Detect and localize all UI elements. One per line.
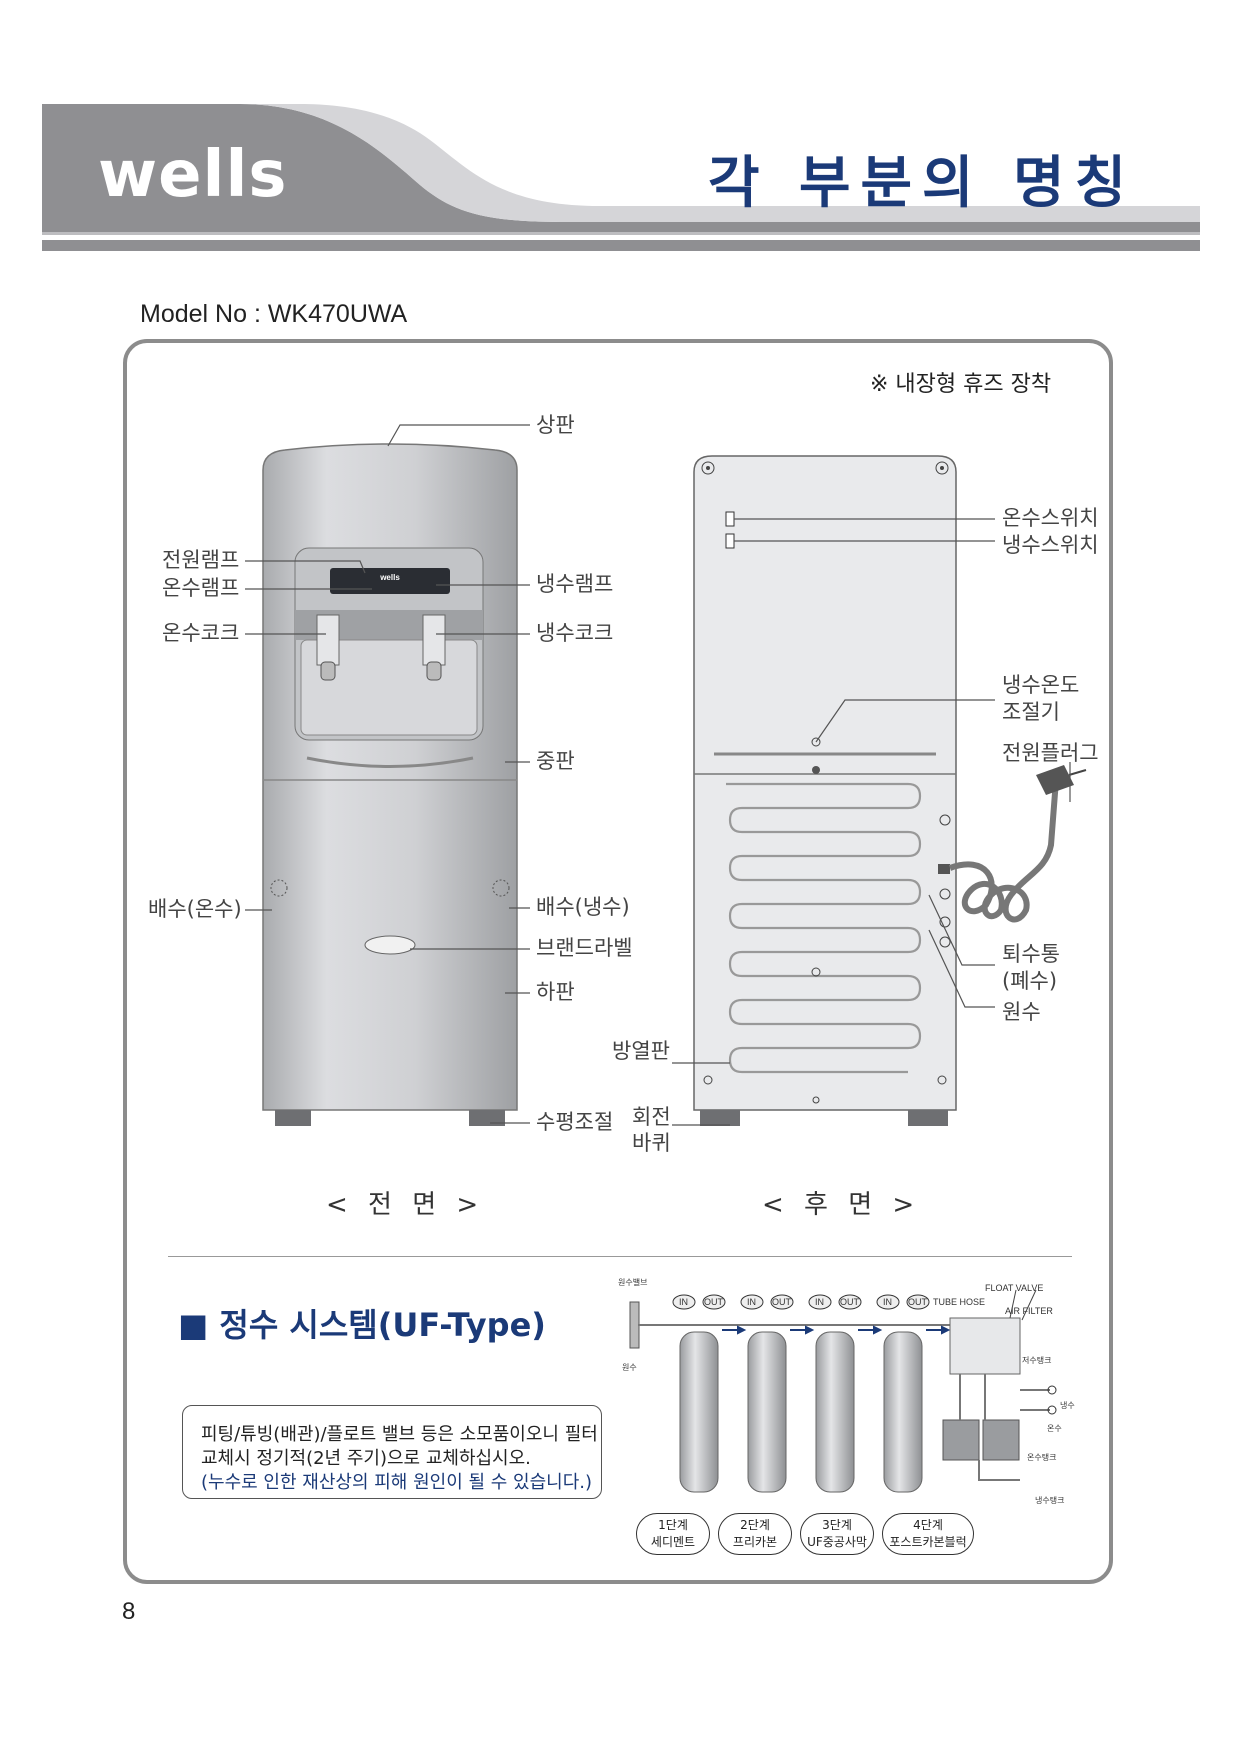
- front-view-label: < 전 면 >: [326, 1190, 485, 1220]
- stage-3-number: 3단계: [822, 1518, 852, 1532]
- stage-1-name: 세디멘트: [650, 1535, 696, 1549]
- diagram-out-1: OUT: [704, 1297, 723, 1307]
- diagram-in-2: IN: [747, 1297, 756, 1307]
- front-view-drawing: wells: [262, 443, 518, 1126]
- model-number: Model No : WK470UWA: [140, 300, 408, 328]
- label-cold-temp-1: 냉수온도: [1002, 673, 1080, 697]
- label-power-plug: 전원플러그: [1002, 741, 1099, 765]
- system-title: ■ 정수 시스템(UF-Type): [178, 1306, 546, 1344]
- main-frame: [123, 339, 1113, 1584]
- label-hot-cock: 온수코크: [162, 621, 240, 645]
- label-drain-cold: 배수(냉수): [536, 895, 630, 919]
- diagram-hot-tank: 온수탱크: [1027, 1453, 1057, 1462]
- label-drain-hot: 배수(온수): [148, 897, 242, 921]
- stage-badge-3: 3단계 UF중공사막: [800, 1513, 874, 1555]
- label-hot-lamp: 온수램프: [162, 576, 240, 600]
- stage-1-number: 1단계: [658, 1518, 688, 1532]
- note-line-2: 교체시 정기적(2년 주기)으로 교체하십시오.: [201, 1448, 531, 1469]
- label-power-lamp: 전원램프: [162, 548, 240, 572]
- stage-2-number: 2단계: [740, 1518, 770, 1532]
- page-number: 8: [122, 1598, 136, 1625]
- system-diagram: [629, 1289, 1057, 1493]
- label-radiator: 방열판: [612, 1039, 670, 1063]
- header-band: [42, 104, 1200, 251]
- stage-3-name: UF중공사막: [807, 1535, 867, 1549]
- label-leveler: 수평조절: [536, 1110, 614, 1134]
- page-title: 각 부분의 명칭: [708, 151, 1137, 216]
- diagram-out-4: OUT: [908, 1297, 927, 1307]
- back-view-drawing: [693, 455, 1087, 1126]
- label-cold-cock: 냉수코크: [536, 621, 614, 645]
- label-cold-lamp: 냉수램프: [536, 572, 614, 596]
- diagram-hot-water: 온수: [1047, 1424, 1062, 1433]
- diagram-cold-water: 냉수: [1060, 1401, 1075, 1410]
- label-raw-water: 원수: [1002, 1000, 1041, 1024]
- diagram-out-3: OUT: [840, 1297, 859, 1307]
- diagram-raw: 원수: [622, 1363, 637, 1372]
- svg-text:wells: wells: [379, 573, 400, 582]
- diagram-raw-valve: 원수밸브: [618, 1278, 648, 1287]
- back-view-label: < 후 면 >: [762, 1190, 921, 1220]
- section-divider: [168, 1256, 1072, 1257]
- label-cold-switch: 냉수스위치: [1002, 533, 1099, 557]
- label-top-panel: 상판: [536, 413, 575, 437]
- diagram-cold-tank: 냉수탱크: [1035, 1496, 1065, 1505]
- diagram-in-4: IN: [883, 1297, 892, 1307]
- label-cold-temp-2: 조절기: [1002, 700, 1060, 724]
- brand-logo: wells: [98, 138, 288, 212]
- system-note-box: 피팅/튜빙(배관)/플로트 밸브 등은 소모품이오니 필터 교체시 정기적(2년…: [182, 1405, 602, 1499]
- diagram-tube-hose: TUBE HOSE: [933, 1297, 986, 1307]
- diagram-float-valve: FLOAT VALVE: [985, 1283, 1044, 1293]
- diagram-in-1: IN: [679, 1297, 688, 1307]
- note-line-3: (누수로 인한 재산상의 피해 원인이 될 수 있습니다.): [201, 1472, 593, 1493]
- diagram-air-filter: AIR FILTER: [1005, 1306, 1053, 1316]
- label-caster-1: 회전: [632, 1105, 671, 1129]
- diagram-in-3: IN: [815, 1297, 824, 1307]
- label-middle-panel: 중판: [536, 749, 575, 773]
- fuse-note: ※ 내장형 휴즈 장착: [870, 372, 1052, 397]
- label-brand-label: 브랜드라벨: [536, 936, 633, 960]
- label-bottom-panel: 하판: [536, 980, 575, 1004]
- note-line-1: 피팅/튜빙(배관)/플로트 밸브 등은 소모품이오니 필터: [201, 1424, 598, 1445]
- diagram-storage-tank: 저수탱크: [1022, 1356, 1052, 1365]
- label-waste-1: 퇴수통: [1002, 942, 1060, 966]
- front-leader-lines: [245, 424, 530, 1124]
- stage-4-name: 포스트카본블럭: [889, 1535, 967, 1549]
- label-hot-switch: 온수스위치: [1002, 506, 1099, 530]
- stage-badge-2: 2단계 프리카본: [718, 1513, 792, 1555]
- stage-badge-1: 1단계 세디멘트: [636, 1513, 710, 1555]
- back-leader-lines: [672, 518, 1071, 1126]
- diagram-out-2: OUT: [772, 1297, 791, 1307]
- stage-4-number: 4단계: [913, 1518, 943, 1532]
- stage-badge-4: 4단계 포스트카본블럭: [882, 1513, 974, 1555]
- label-caster-2: 바퀴: [632, 1131, 671, 1155]
- stage-2-name: 프리카본: [732, 1535, 778, 1549]
- label-waste-2: (폐수): [1002, 969, 1058, 993]
